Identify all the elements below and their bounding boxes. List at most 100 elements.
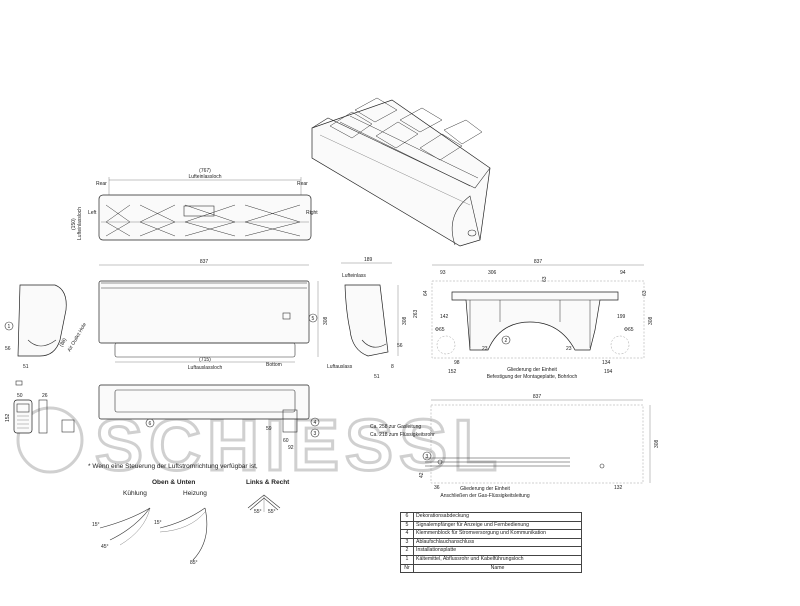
plate-d-142: 142 [440, 314, 449, 320]
legend-header-name: Name [413, 563, 582, 574]
remote-controller: 50 26 152 [5, 380, 75, 434]
pipe-callout-3: 3 [426, 454, 429, 460]
isometric-unit [311, 97, 491, 247]
bottom-callout-6: 6 [149, 421, 152, 427]
plate-d-63a: 63 [542, 276, 548, 282]
top-view: (767) Lufteinlassloch Rear Rear Left Rig… [71, 168, 318, 241]
legend-header-nr: Nr [400, 563, 414, 574]
front-outlet-label: Luftauslassloch [188, 365, 223, 371]
airflow-c-15: 15° [92, 522, 100, 528]
plate-d-199: 199 [617, 314, 626, 320]
legend-nr: 1 [400, 554, 414, 565]
airflow-note: * Wenn eine Steuerung der Luftstromricht… [88, 463, 258, 470]
legend-nr: 3 [400, 537, 414, 548]
pipe-liquid-label: Ca. 218 zum Flüssigkeitsrohr [370, 432, 435, 438]
airflow-lr-55a: 55° [254, 509, 262, 515]
plate-caption-2: Befestigung der Montageplatte, Bohrloch [487, 374, 578, 380]
plate-d-23b: 23 [566, 346, 572, 352]
legend-name: Installationsplatte [413, 546, 582, 556]
legend-name: Dekorationsabdeckung [413, 512, 582, 522]
left-side-view: 1 56 51 (88) Air Outlet Hole [4, 284, 89, 370]
plate-hole-left: Φ65 [435, 327, 445, 333]
top-depth-dim: (150) [71, 218, 77, 230]
left-outlet-label: Air Outlet Hole [67, 322, 89, 353]
airflow-h-15: 15° [154, 520, 162, 526]
front-height-dim: 308 [323, 316, 329, 325]
front-callout-5: 5 [312, 316, 315, 322]
bottom-view: 6 4 3 59 60 92 [98, 384, 320, 451]
pipe-connection-view: 837 308 Ca. 258 zur Gasleitung Ca. 218 z… [370, 394, 660, 499]
top-depth-label: Lufteinlassloch [77, 207, 83, 240]
remote-d-50: 50 [17, 393, 23, 399]
right-depth-dim: 189 [364, 257, 373, 263]
airflow-up-down-title: Oben & Unten [152, 479, 195, 486]
top-width-dim: (767) [199, 168, 211, 174]
legend-name: Klemmenblock für Stromversorgung und Kom… [413, 529, 582, 539]
front-bottom-label: Bottom [266, 362, 282, 368]
right-dim-8: 8 [391, 364, 394, 370]
plate-d-134: 134 [602, 360, 611, 366]
legend-nr: 5 [400, 520, 414, 531]
plate-callout-2: 2 [505, 338, 508, 344]
top-left-label: Left [88, 210, 97, 216]
legend-nr: 2 [400, 546, 414, 556]
airflow-cooling: Kühlung [123, 490, 147, 497]
plate-width-dim: 837 [534, 259, 543, 265]
pipe-d-42: 42 [419, 472, 425, 478]
airflow-h-85: 85° [190, 560, 198, 566]
plate-d-64: 64 [423, 290, 429, 296]
left-outlet-dim: (88) [59, 337, 69, 348]
airflow-left-right-title: Links & Recht [246, 479, 290, 486]
plate-d-93: 93 [440, 270, 446, 276]
right-dim-56: 56 [397, 343, 403, 349]
mounting-plate-view: 837 93 306 94 63 63 64 263 142 199 308 Φ… [413, 259, 654, 380]
plate-d-98: 98 [454, 360, 460, 366]
bottom-callout-4: 4 [314, 420, 317, 426]
plate-d-152: 152 [448, 369, 457, 375]
left-dim-56: 56 [5, 346, 11, 352]
airflow-lr-55b: 55° [268, 509, 276, 515]
bottom-d-59: 59 [266, 426, 272, 432]
pipe-caption-1: Gliederung der Einheit [460, 486, 510, 492]
top-rear-left: Rear [96, 181, 107, 187]
right-outlet-label: Luftauslass [327, 364, 353, 370]
top-inlet-label: Lufteinlassloch [188, 174, 221, 180]
pipe-height-dim: 308 [654, 439, 660, 448]
right-dim-51: 51 [374, 374, 380, 380]
left-dim-51: 51 [23, 364, 29, 370]
legend-nr: 4 [400, 529, 414, 539]
right-side-view: 189 Lufteinlass Luftauslass 56 8 51 308 [327, 257, 408, 380]
pipe-width-dim: 837 [533, 394, 542, 400]
plate-d-263: 263 [413, 309, 419, 318]
top-right-label: Right [306, 210, 318, 216]
legend-name: Signalempfänger für Anzeige und Fernbedi… [413, 520, 582, 531]
bottom-d-60: 60 [283, 438, 289, 444]
right-inlet-label: Lufteinlass [342, 273, 366, 279]
pipe-gas-label: Ca. 258 zur Gasleitung [370, 424, 421, 430]
airflow-angles: * Wenn eine Steuerung der Luftstromricht… [88, 463, 290, 566]
front-width-dim: 837 [200, 259, 209, 265]
bottom-callout-3: 3 [314, 431, 317, 437]
legend-nr: 6 [400, 512, 414, 522]
remote-d-152: 152 [5, 413, 11, 422]
plate-hole-right: Φ65 [624, 327, 634, 333]
front-outlet-dim: (715) [199, 357, 211, 363]
airflow-c-45: 45° [101, 544, 109, 550]
plate-caption-1: Gliederung der Einheit [507, 367, 557, 373]
legend-name: Ablaufschlauchanschluss [413, 537, 582, 548]
pipe-d-132: 132 [614, 485, 623, 491]
top-rear-right: Rear [297, 181, 308, 187]
pipe-d-36: 36 [434, 485, 440, 491]
legend-name: Kältemittel, Abflussrohr und Kabelführun… [413, 554, 582, 565]
plate-d-23a: 23 [482, 346, 488, 352]
bottom-d-92: 92 [288, 445, 294, 451]
